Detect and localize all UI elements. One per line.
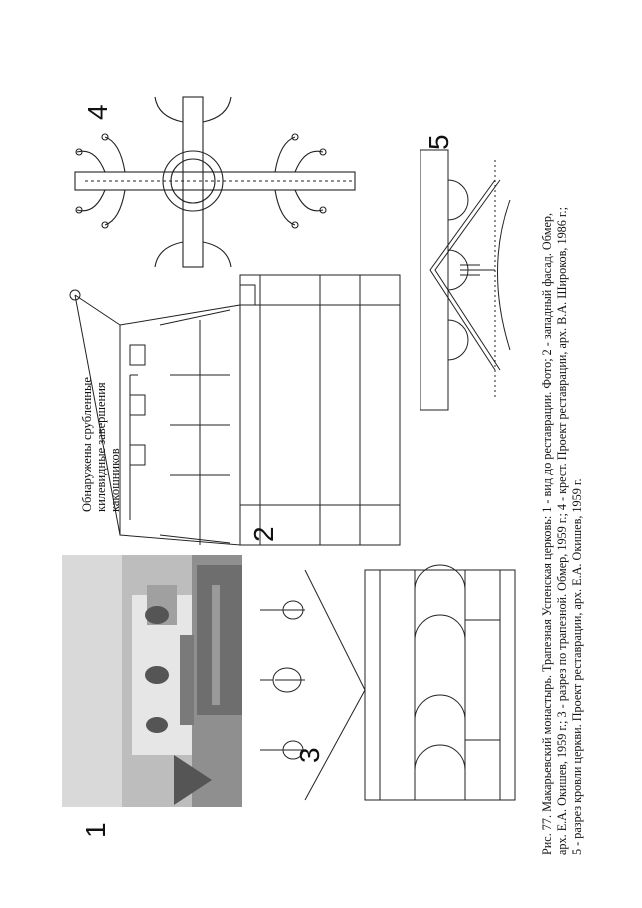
annotation-line-1: Обнаружены срубленные: [80, 377, 94, 512]
photo-panel-1: [62, 555, 242, 807]
caption-line-3: 5 - разрез кровли церкви. Проект реставр…: [570, 478, 584, 855]
drawing-panel-4-cross: [74, 96, 356, 268]
panel-label-3: 3: [294, 747, 325, 763]
drawing-panel-2-west-facade: [69, 274, 401, 546]
annotation-line-2: килевидные завершения: [94, 382, 108, 512]
drawing-panel-3-section: [260, 564, 516, 801]
panel-label-4: 4: [82, 104, 113, 120]
caption-line-2: арх. Е.А. Окишев, 1959 г.; 3 - разрез по…: [555, 207, 569, 855]
caption-line-1: Рис. 77. Макарьевский монастырь. Трапезн…: [540, 212, 554, 855]
panel-label-2: 2: [248, 526, 279, 542]
drawing-panel-5-roof-section: [420, 149, 511, 411]
panel-label-5: 5: [423, 134, 454, 150]
annotation-leader-line: [129, 374, 138, 520]
panel-label-1: 1: [80, 822, 111, 838]
